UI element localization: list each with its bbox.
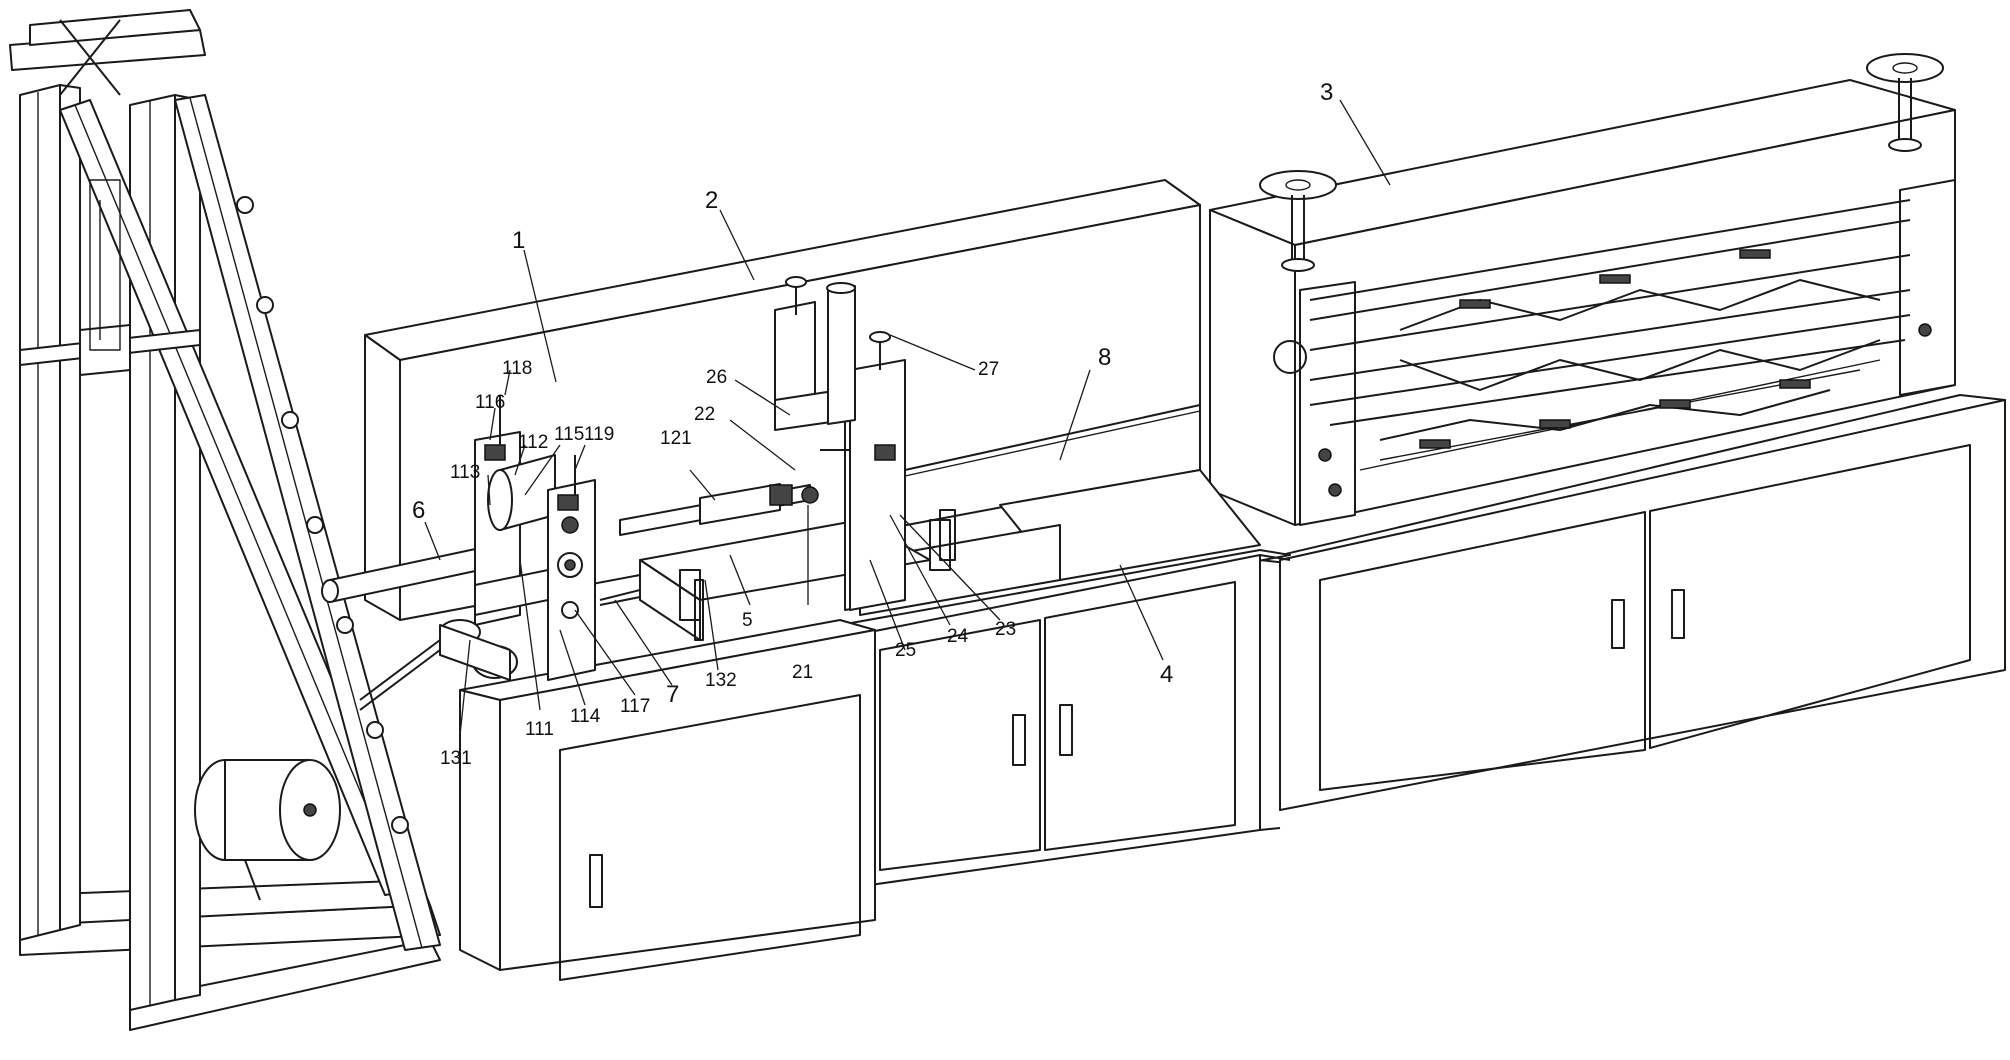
- callout-24: 24: [947, 626, 969, 647]
- callout-115: 115: [554, 424, 584, 445]
- callout-23: 23: [995, 619, 1016, 640]
- callout-26: 26: [706, 367, 727, 388]
- callout-119: 119: [584, 424, 614, 445]
- callout-118: 118: [502, 358, 532, 379]
- callout-117: 117: [620, 696, 650, 717]
- paper-web: [599, 404, 1201, 606]
- callout-22: 22: [694, 404, 715, 425]
- callout-131: 131: [440, 748, 472, 769]
- callout-4: 4: [1160, 661, 1173, 688]
- callout-112: 112: [518, 432, 548, 453]
- callout-111: 111: [525, 719, 554, 740]
- cabinet-middle: [839, 549, 1291, 886]
- callout-7: 7: [666, 681, 679, 708]
- callout-3: 3: [1320, 79, 1333, 106]
- callout-5: 5: [742, 610, 753, 631]
- callout-121: 121: [660, 428, 692, 449]
- cabinet-left: [459, 619, 876, 981]
- callout-27: 27: [978, 359, 999, 380]
- cutter-station-2: [619, 276, 956, 611]
- callout-114: 114: [570, 706, 601, 727]
- callout-6: 6: [412, 497, 425, 524]
- cabinet-right: [1259, 394, 2006, 811]
- section-3-top-box: [1209, 53, 1956, 526]
- callout-132: 132: [705, 670, 737, 691]
- callout-113: 113: [450, 462, 480, 483]
- unwind-stand: [9, 9, 441, 1031]
- callout-1: 1: [512, 227, 525, 254]
- callout-25: 25: [895, 640, 916, 661]
- callout-116: 116: [475, 392, 505, 413]
- leader-lines: [424, 99, 1391, 736]
- callout-21: 21: [792, 662, 813, 683]
- callout-2: 2: [705, 187, 718, 214]
- callout-8: 8: [1098, 344, 1111, 371]
- callout-labels: 1 2 3 4 5 6 7 8 21 22 23 24 25 26 27 111…: [412, 79, 1333, 769]
